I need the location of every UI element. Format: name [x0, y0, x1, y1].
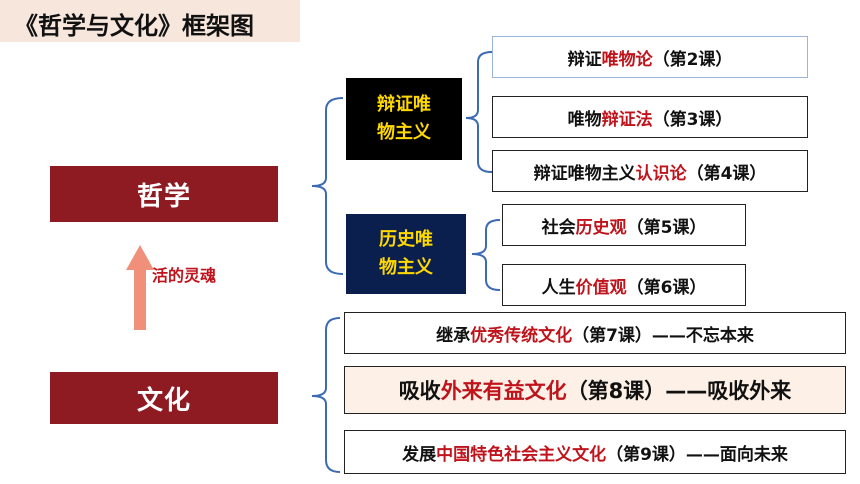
leaf-2-red: 唯物论	[601, 49, 653, 70]
leaf-2-post: （第2课）	[652, 49, 733, 70]
bracket-culture	[311, 317, 341, 473]
title-band	[0, 0, 300, 42]
dialectical-line2: 物主义	[377, 122, 431, 143]
bracket-dialectical	[465, 51, 493, 173]
historical-line2: 物主义	[379, 257, 433, 278]
leaf-6-pre: 人生	[541, 277, 576, 298]
leaf-4-pre: 辩证唯物主义	[533, 163, 636, 184]
leaf-7-pre: 继承	[436, 325, 471, 346]
leaf-3-red: 辩证法	[601, 109, 653, 130]
leaf-5-red: 历史观	[575, 217, 627, 238]
leaf-5-pre: 社会	[541, 217, 576, 238]
leaf-9-red: 中国特色社会主义文化	[436, 444, 607, 465]
leaf-lesson-4: 辩证唯物主义认识论（第4课）	[492, 150, 808, 192]
leaf-lesson-7: 继承优秀传统文化（第7课）——不忘本来	[344, 312, 846, 354]
leaf-6-red: 价值观	[575, 277, 627, 298]
leaf-3-post: （第3课）	[652, 109, 733, 130]
philosophy-box: 哲学	[50, 166, 278, 222]
arrow-label: 活的灵魂	[152, 266, 217, 285]
page-title: 《哲学与文化》框架图	[14, 12, 254, 40]
leaf-lesson-2: 辩证唯物论（第2课）	[492, 36, 808, 78]
leaf-8-post: （第8课）——吸收外来	[566, 379, 792, 403]
leaf-8-red: 外来有益文化	[440, 379, 567, 403]
culture-box: 文化	[50, 372, 278, 424]
historical-line1: 历史唯	[379, 229, 433, 250]
leaf-8-pre: 吸收	[398, 379, 441, 403]
bracket-philosophy	[311, 97, 344, 275]
leaf-lesson-3: 唯物辩证法（第3课）	[492, 96, 808, 138]
leaf-9-post: （第9课）——面向未来	[606, 444, 788, 465]
leaf-lesson-5: 社会历史观（第5课）	[502, 204, 746, 246]
leaf-lesson-6: 人生价值观（第6课）	[502, 264, 746, 306]
leaf-2-pre: 辩证	[567, 49, 602, 70]
leaf-lesson-9: 发展中国特色社会主义文化（第9课）——面向未来	[344, 430, 846, 474]
bracket-historical	[471, 219, 501, 291]
historical-materialism-box: 历史唯 物主义	[346, 214, 466, 294]
arrow-up	[126, 245, 154, 330]
philosophy-label: 哲学	[136, 181, 191, 212]
leaf-3-pre: 唯物	[567, 109, 602, 130]
leaf-6-post: （第6课）	[626, 277, 707, 298]
culture-label: 文化	[136, 385, 191, 416]
leaf-7-red: 优秀传统文化	[470, 325, 573, 346]
dialectical-materialism-box: 辩证唯 物主义	[346, 78, 462, 160]
leaf-lesson-8: 吸收外来有益文化（第8课）——吸收外来	[344, 366, 846, 414]
leaf-4-post: （第4课）	[686, 163, 767, 184]
leaf-9-pre: 发展	[402, 444, 437, 465]
dialectical-line1: 辩证唯	[377, 94, 431, 115]
leaf-5-post: （第5课）	[626, 217, 707, 238]
leaf-7-post: （第7课）——不忘本来	[572, 325, 754, 346]
leaf-4-red: 认识论	[635, 163, 687, 184]
